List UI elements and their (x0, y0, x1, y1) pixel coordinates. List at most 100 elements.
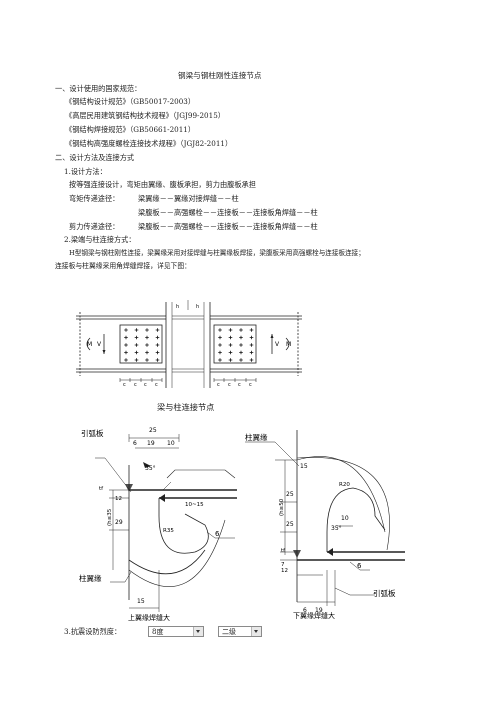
bolt-mark (239, 343, 243, 347)
dim-c-4: c (155, 382, 158, 388)
connection-desc-1: H型钢梁与钢柱刚性连接，梁翼缘采用对接焊缝与柱翼缘板焊接，梁腹板采用高强螺栓与连… (69, 249, 365, 257)
bolt-mark (124, 358, 128, 362)
chevron-down-icon[interactable] (193, 627, 203, 636)
run-off-tab-label: 引弧板 (81, 428, 104, 438)
shear-label: 剪力传递途径： (69, 222, 120, 231)
method-desc: 按等强连接设计，弯矩由翼缘、腹板承担，剪力由腹板承担 (69, 180, 256, 189)
bolt-mark (218, 335, 222, 340)
spec-1: 《钢结构设计规范》（GB50017-2003） (65, 97, 196, 106)
chevron-down-icon[interactable] (251, 627, 261, 636)
dim-c-5: c (217, 382, 220, 388)
bolt-mark (124, 350, 128, 355)
bolt-mark (249, 350, 254, 355)
bolt-mark (155, 358, 160, 362)
bolt-mark (124, 328, 128, 332)
dim-19-bottom: 19 (315, 607, 323, 614)
dim-12-right: 12 (281, 568, 288, 574)
connection-heading: 2.梁端与柱连接方式： (64, 235, 136, 244)
moment-label-left: M (87, 341, 92, 348)
bolt-mark (218, 358, 222, 362)
height-mark-left: h (176, 304, 179, 310)
column-flange-label: 柱翼缘 (79, 573, 102, 583)
spec-2: 《高层民用建筑钢结构技术规程》（JGJ99-2015） (65, 111, 225, 120)
bolt-mark (145, 350, 149, 355)
bolt-mark (134, 358, 139, 362)
dim-12: 12 (115, 496, 122, 502)
bolt-mark (228, 343, 233, 347)
weld-access-hole-figure: 引弧板 柱翼缘 上翼缘焊缝大 25 6 19 10 35° tf 12 29 R… (79, 427, 405, 622)
grade-select[interactable]: 二级 (218, 626, 262, 637)
tf-left: tf (99, 486, 104, 492)
bolt-mark (218, 328, 222, 332)
top-flange-caption: 上翼缘焊缝大 (128, 613, 170, 622)
dim-10-right: 10 (341, 515, 349, 522)
bolt-mark (249, 358, 254, 362)
dim-c-2: c (134, 382, 137, 388)
bolt-mark (134, 343, 139, 347)
bolt-mark (145, 335, 149, 340)
bolt-mark (134, 328, 139, 332)
figure-1-caption: 梁与柱连接节点 (157, 402, 215, 412)
dim-c-1: c (123, 382, 126, 388)
section-2-heading: 二、设计方法及连接方式 (55, 153, 135, 162)
dim-25-right-a: 25 (286, 491, 294, 498)
dim-7: 7 (281, 562, 285, 568)
method-heading: 1.设计方法： (64, 167, 107, 176)
moment-label: 弯矩传递途径： (69, 194, 120, 203)
shear-label-right: V (275, 341, 280, 348)
bolt-mark (155, 343, 160, 347)
bolt-mark (239, 350, 243, 355)
bolt-mark (228, 350, 233, 355)
moment-path-2: 梁腹板－－高强螺栓－－连接板－－连接板角焊缝－－柱 (138, 208, 318, 217)
connection-desc-2: 连接板与柱翼缘采用角焊缝焊接，详见下图： (55, 262, 191, 270)
bolt-mark (249, 343, 254, 347)
weld-size-6: 6 (215, 530, 220, 538)
shear-path: 梁腹板－－高强螺栓－－连接板－－连接板角焊缝－－柱 (138, 222, 318, 231)
dim-29: 29 (115, 519, 123, 526)
column-flange-label-right: 柱翼缘 (245, 432, 268, 442)
bolt-mark (155, 350, 160, 355)
shear-label-left: V (97, 341, 102, 348)
bolt-mark (218, 350, 222, 355)
bolt-mark (249, 328, 254, 332)
bolt-mark (155, 328, 160, 332)
dim-c-6: c (228, 382, 231, 388)
dim-c-7: c (238, 382, 241, 388)
dim-19: 19 (147, 440, 155, 447)
dim-c-3: c (144, 382, 147, 388)
bolt-mark (155, 335, 160, 340)
bolt-mark (134, 350, 139, 355)
dim-6: 6 (133, 440, 137, 447)
dim-15: 15 (137, 598, 145, 605)
bolt-mark (134, 335, 139, 340)
dim-10-15: 10~15 (185, 502, 204, 508)
bolt-mark (145, 328, 149, 332)
bolt-mark (218, 343, 222, 347)
dim-25-right-b: 25 (286, 521, 294, 528)
moment-path-1: 梁翼缘－－翼缘对接焊缝－－柱 (138, 194, 239, 203)
bolt-mark (249, 335, 254, 340)
radius-35: R35 (163, 528, 174, 534)
section-1-heading: 一、设计使用的国家规范： (55, 84, 142, 93)
bolt-mark (124, 343, 128, 347)
weld-size-6-right: 6 (357, 562, 362, 570)
spec-4: 《钢结构高强度螺栓连接技术规程》（JGJ82-2011） (65, 139, 233, 148)
angle-35: 35° (145, 465, 156, 472)
bolt-mark (124, 335, 128, 340)
grade-value: 二级 (222, 628, 236, 636)
intensity-value: 8度 (152, 628, 164, 636)
radius-20: R20 (339, 482, 350, 488)
dim-25-top: 25 (149, 427, 157, 434)
bottom-flange-caption: 下翼缘焊缝大 (293, 611, 335, 620)
bolt-mark (239, 335, 243, 340)
tf-right: tf (281, 548, 286, 554)
moment-label-right: M (286, 341, 291, 348)
intensity-select[interactable]: 8度 (148, 626, 204, 637)
bolt-mark (145, 343, 149, 347)
h-ge-50: (h≥50 (279, 498, 285, 516)
bolt-mark (145, 358, 149, 362)
spec-3: 《钢结构焊接规范》（GB50661-2011） (65, 125, 196, 134)
beam-column-connection-figure: M V M V h h c c c c c c c c (76, 300, 302, 388)
seismic-heading: 3.抗震设防烈度： (64, 627, 122, 636)
bolt-mark (228, 328, 233, 332)
